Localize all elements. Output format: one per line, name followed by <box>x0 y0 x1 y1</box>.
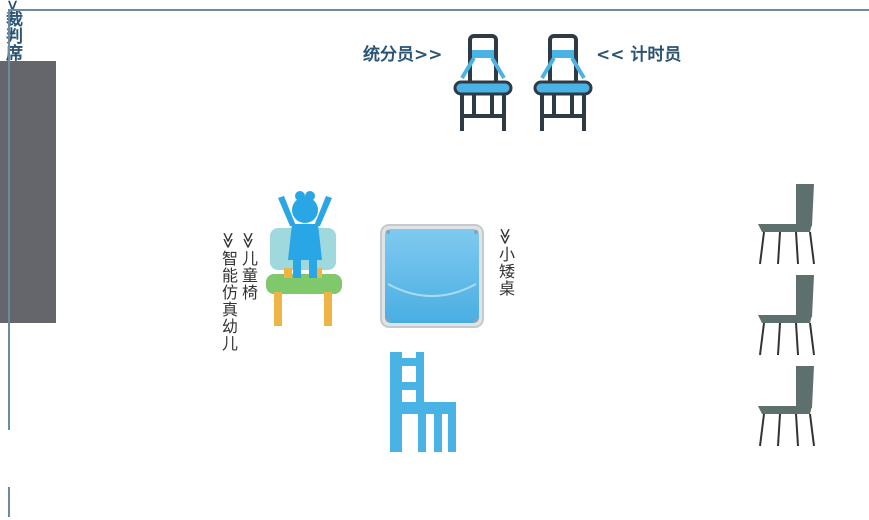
simulated-child-label: ≫智能仿真幼儿 <box>219 232 238 352</box>
judge-seat-label: >裁判席 <box>3 0 22 61</box>
frame-left-border <box>8 9 10 430</box>
judge-chair-1-icon <box>758 184 815 265</box>
judge-chair-2-icon <box>758 275 815 356</box>
frame-top-border <box>8 9 869 11</box>
judge-chair-3-icon <box>758 366 815 447</box>
simulated-child-icon <box>278 191 332 278</box>
operator-chair-icon <box>390 352 456 452</box>
scorer-label: 统分员>> <box>363 45 443 65</box>
child-chair-label: ≫儿童椅 <box>239 232 258 301</box>
timer-chair-icon <box>533 34 593 131</box>
small-table-icon <box>380 224 484 328</box>
scorer-chair-icon <box>453 34 513 131</box>
timer-label: << 计时员 <box>596 45 682 65</box>
small-table-label: ≫小矮桌 <box>496 228 515 297</box>
frame-left-border-lower <box>8 487 10 517</box>
